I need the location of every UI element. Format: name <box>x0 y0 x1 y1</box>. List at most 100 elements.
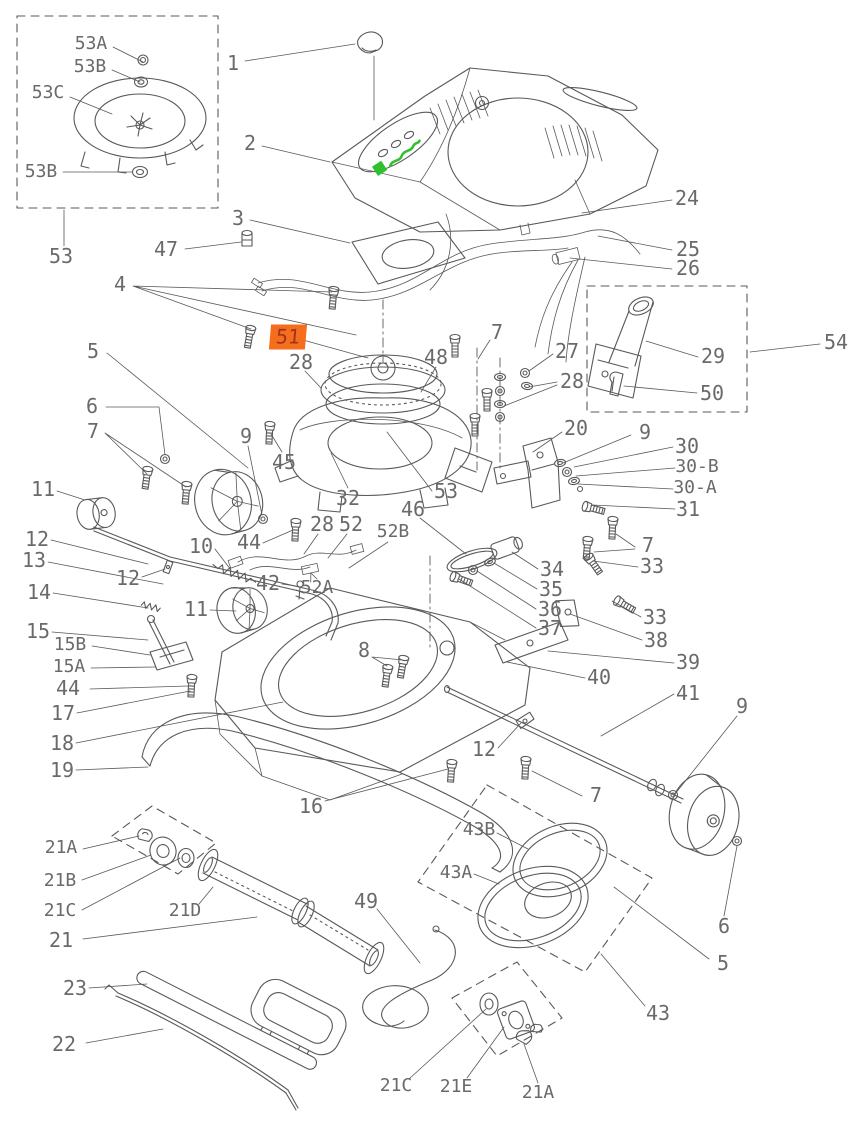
part-label-43: 43 <box>645 1001 671 1025</box>
front-axle <box>93 526 339 641</box>
part-label-36: 36 <box>537 597 563 621</box>
part-label-15A: 15A <box>52 656 86 677</box>
part-label-29: 29 <box>700 344 726 368</box>
part-label-11: 11 <box>183 597 209 621</box>
part-label-30-B: 30-B <box>675 456 719 477</box>
wiring-harness <box>227 543 365 583</box>
part-label-43B: 43B <box>462 819 496 840</box>
part-label-52: 52 <box>338 512 364 536</box>
highlighted-part-label-51: 51 <box>268 324 308 350</box>
clip-spring-14 <box>140 601 161 613</box>
front-wheel <box>194 468 264 536</box>
squeegee-frame <box>136 970 347 1070</box>
rear-axle-rod <box>443 684 684 804</box>
belt-kit-box <box>417 784 653 973</box>
part-label-7: 7 <box>589 783 603 807</box>
brush-roller <box>197 848 385 975</box>
part-label-21B: 21B <box>43 870 77 891</box>
part-label-15: 15 <box>25 619 51 643</box>
part-label-48: 48 <box>423 345 449 369</box>
part-label-12: 12 <box>115 566 141 590</box>
part-label-31: 31 <box>675 497 701 521</box>
part-label-21E: 21E <box>439 1076 473 1097</box>
part-label-44: 44 <box>236 530 262 554</box>
part-label-21C: 21C <box>379 1075 413 1096</box>
part-label-21D: 21D <box>168 900 202 921</box>
part-label-22: 22 <box>51 1032 77 1056</box>
part-label-33: 33 <box>639 554 665 578</box>
part-label-5: 5 <box>86 339 100 363</box>
part-label-12: 12 <box>471 737 497 761</box>
part-label-7: 7 <box>490 320 504 344</box>
part-label-53C: 53C <box>31 82 65 103</box>
part-label-28: 28 <box>288 350 314 374</box>
roller-drum-lower <box>216 587 268 634</box>
part-label-30-A: 30-A <box>673 477 717 498</box>
bearing-kit-box <box>111 805 217 875</box>
part-label-8: 8 <box>357 638 371 662</box>
part-label-43A: 43A <box>439 862 473 883</box>
part-label-53B: 53B <box>24 161 58 182</box>
part-label-9: 9 <box>735 694 749 718</box>
part-label-9: 9 <box>239 424 253 448</box>
part-label-17: 17 <box>50 701 76 725</box>
part-label-7: 7 <box>86 419 100 443</box>
part-label-26: 26 <box>675 256 701 280</box>
handle-bracket-cluster <box>446 437 638 664</box>
part-label-16: 16 <box>298 794 324 818</box>
part-label-10: 10 <box>188 534 214 558</box>
part-label-53A: 53A <box>74 33 108 54</box>
part-label-40: 40 <box>586 665 612 689</box>
part-label-12: 12 <box>24 527 50 551</box>
part-label-49: 49 <box>353 889 379 913</box>
part-label-30: 30 <box>674 434 700 458</box>
motor-assembly <box>274 299 493 513</box>
part-label-23: 23 <box>62 976 88 1000</box>
part-label-7: 7 <box>641 533 655 557</box>
hood-cover <box>331 67 659 236</box>
part-label-21A: 21A <box>521 1082 555 1103</box>
pin-spring <box>295 580 305 600</box>
part-label-13: 13 <box>21 548 47 572</box>
part-label-3: 3 <box>231 206 245 230</box>
part-label-33: 33 <box>642 605 668 629</box>
part-label-1: 1 <box>226 51 240 75</box>
rear-wheel <box>668 773 740 856</box>
part-label-45: 45 <box>271 450 297 474</box>
part-label-25: 25 <box>675 237 701 261</box>
deck-housing <box>214 555 531 801</box>
brand-logo <box>372 139 421 176</box>
part-label-39: 39 <box>675 650 701 674</box>
part-label-21A: 21A <box>44 837 78 858</box>
part-label-53B: 53B <box>73 56 107 77</box>
roller-hardware-box <box>451 961 563 1057</box>
part-label-28: 28 <box>309 512 335 536</box>
part-label-9: 9 <box>638 420 652 444</box>
part-label-50: 50 <box>699 381 725 405</box>
part-label-11: 11 <box>30 477 56 501</box>
part-label-14: 14 <box>26 580 52 604</box>
part-label-44: 44 <box>55 676 81 700</box>
gasket-plate <box>351 221 466 285</box>
part-label-18: 18 <box>49 731 75 755</box>
cord-loop <box>362 925 456 1029</box>
part-label-37: 37 <box>537 616 563 640</box>
bumper-rail <box>141 712 514 873</box>
part-label-52A: 52A <box>300 577 334 598</box>
part-label-6: 6 <box>85 394 99 418</box>
part-label-34: 34 <box>539 557 565 581</box>
roller-drum-front <box>76 497 116 530</box>
leader-lines <box>47 43 821 1084</box>
standoff-part <box>241 229 253 247</box>
part-label-24: 24 <box>674 186 700 210</box>
switch-bracket-kit-box <box>586 285 748 413</box>
part-label-2: 2 <box>243 131 257 155</box>
tension-spring <box>212 564 257 583</box>
part-label-32: 32 <box>335 486 361 510</box>
part-label-21: 21 <box>48 928 74 952</box>
part-label-35: 35 <box>538 577 564 601</box>
part-label-53: 53 <box>48 244 74 268</box>
